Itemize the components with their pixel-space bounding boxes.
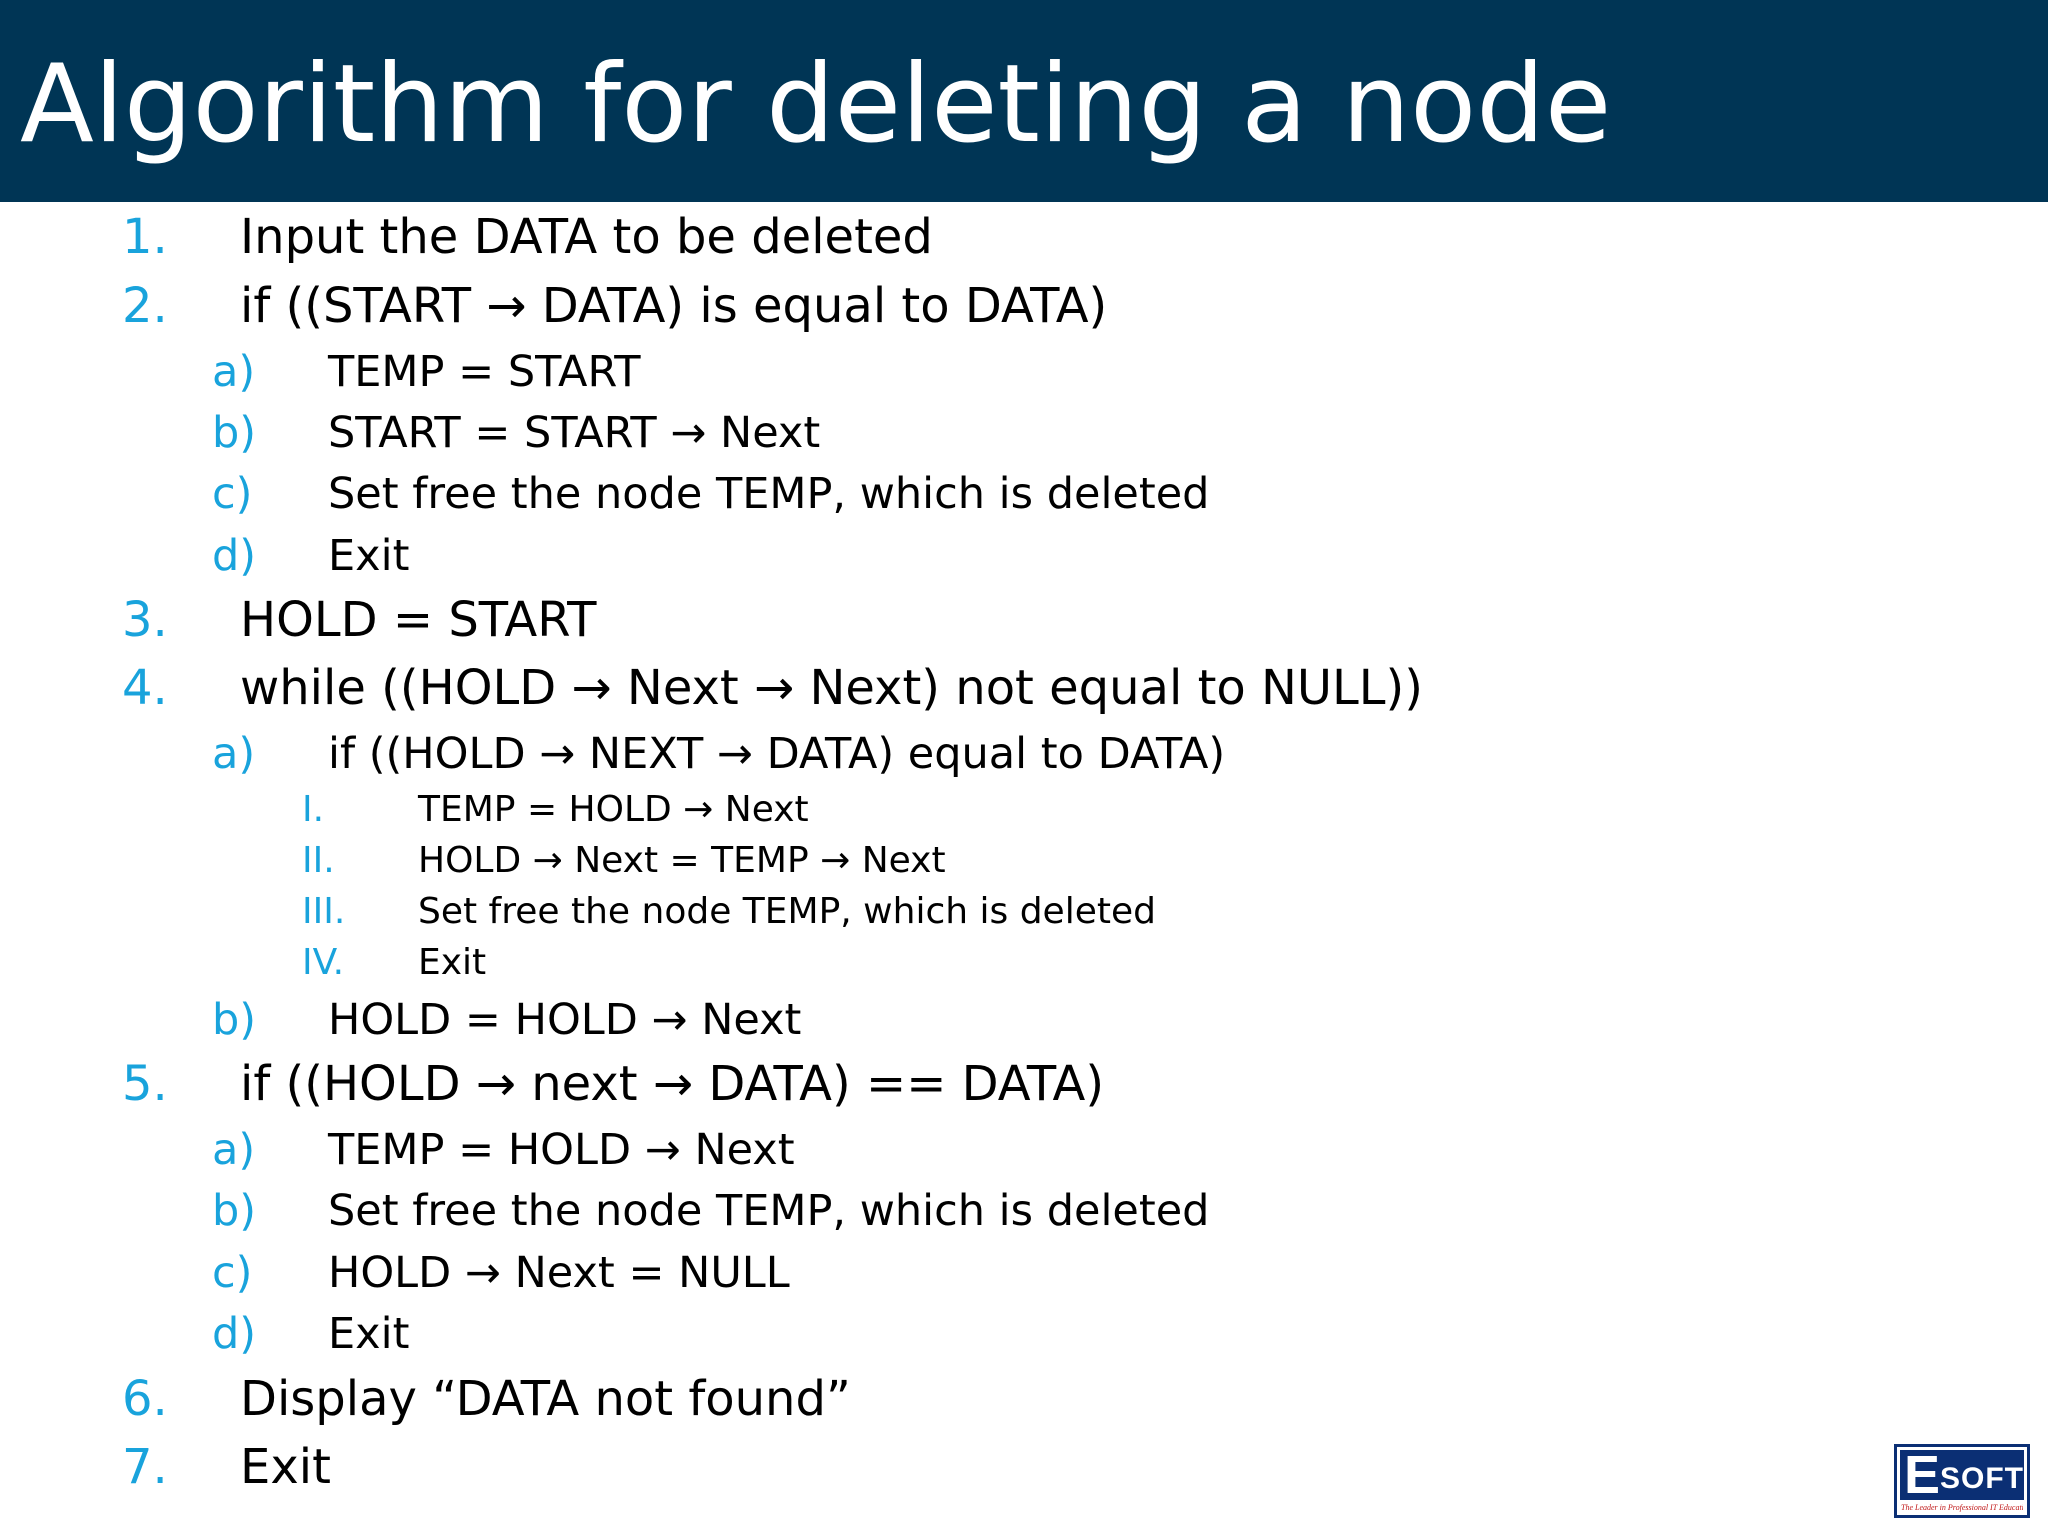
substep-text: if ((HOLD → NEXT → DATA) equal to DATA) [328, 729, 1226, 779]
slide-title: Algorithm for deleting a node [20, 42, 1612, 167]
logo-mark: E SOFT [1900, 1446, 2024, 1504]
esoft-logo: E SOFT The Leader in Professional IT Edu… [1894, 1444, 2030, 1518]
step-text: while ((HOLD → Next → Next) not equal to… [240, 660, 1423, 716]
substep-marker: a) [212, 729, 256, 779]
subsubstep-marker: I. [302, 789, 325, 830]
substep-text: Exit [328, 1309, 410, 1359]
substep-marker: b) [212, 408, 257, 458]
substep-text: START = START → Next [328, 408, 821, 458]
subsubstep-text: HOLD → Next = TEMP → Next [418, 840, 946, 881]
step-marker: 2. [122, 278, 168, 334]
subsubstep-marker: IV. [302, 942, 345, 983]
substep-text: TEMP = START [328, 347, 641, 397]
substep-marker: a) [212, 347, 256, 397]
substep-text: Exit [328, 531, 410, 581]
subsubstep-marker: II. [302, 840, 335, 881]
substep-text: HOLD → Next = NULL [328, 1248, 790, 1298]
step-text: Exit [240, 1439, 331, 1495]
step-text: HOLD = START [240, 592, 597, 648]
logo-letter: E [1904, 1445, 1941, 1505]
step-text: if ((HOLD → next → DATA) == DATA) [240, 1056, 1105, 1112]
step-text: Input the DATA to be deleted [240, 209, 933, 265]
step-marker: 1. [122, 209, 168, 265]
substep-text: TEMP = HOLD → Next [328, 1125, 795, 1175]
substep-text: Set free the node TEMP, which is deleted [328, 1186, 1210, 1236]
step-text: if ((START → DATA) is equal to DATA) [240, 278, 1108, 334]
title-bar: Algorithm for deleting a node [0, 0, 2048, 202]
step-marker: 3. [122, 592, 168, 648]
subsubstep-marker: III. [302, 891, 346, 932]
substep-marker: b) [212, 995, 257, 1045]
substep-text: Set free the node TEMP, which is deleted [328, 469, 1210, 519]
logo-tagline: The Leader in Professional IT Education [1901, 1503, 2023, 1512]
step-marker: 5. [122, 1056, 168, 1112]
substep-marker: a) [212, 1125, 256, 1175]
step-marker: 4. [122, 660, 168, 716]
step-text: Display “DATA not found” [240, 1371, 851, 1427]
substep-text: HOLD = HOLD → Next [328, 995, 802, 1045]
step-marker: 7. [122, 1439, 168, 1495]
substep-marker: c) [212, 469, 253, 519]
substep-marker: b) [212, 1186, 257, 1236]
subsubstep-text: Exit [418, 942, 487, 983]
step-marker: 6. [122, 1371, 168, 1427]
substep-marker: d) [212, 531, 257, 581]
subsubstep-text: Set free the node TEMP, which is deleted [418, 891, 1156, 932]
subsubstep-text: TEMP = HOLD → Next [418, 789, 809, 830]
substep-marker: d) [212, 1309, 257, 1359]
substep-marker: c) [212, 1248, 253, 1298]
logo-wordmark: SOFT [1940, 1462, 2024, 1495]
